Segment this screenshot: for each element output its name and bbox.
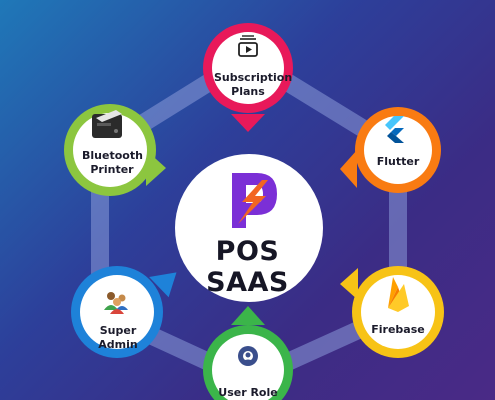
- center-circle: [175, 154, 323, 302]
- lightning-p-logo-icon: [232, 173, 277, 228]
- label-bluetooth-printer: Bluetooth Printer: [82, 149, 143, 176]
- node-flutter: [340, 107, 441, 193]
- label-flutter: Flutter: [376, 155, 420, 168]
- node-bluetooth-printer: [64, 104, 166, 196]
- label-firebase: Firebase: [371, 323, 425, 336]
- node-user-role: [203, 306, 293, 400]
- label-subscription-plans: Subscription Plans: [214, 71, 293, 98]
- center-title: POS SAAS: [206, 236, 289, 298]
- video-list-icon: [238, 35, 258, 57]
- node-firebase: [340, 266, 444, 358]
- node-subscription-plans: [203, 23, 293, 132]
- node-super-admin: [71, 266, 177, 358]
- admin-group-icon: [104, 292, 128, 314]
- receipt-printer-icon: [92, 110, 122, 138]
- firebase-icon: [388, 277, 409, 312]
- user-gear-icon: [238, 346, 258, 366]
- flutter-icon: [385, 116, 404, 143]
- label-user-role: User Role: [218, 386, 278, 399]
- label-super-admin: Super Admin: [98, 324, 138, 351]
